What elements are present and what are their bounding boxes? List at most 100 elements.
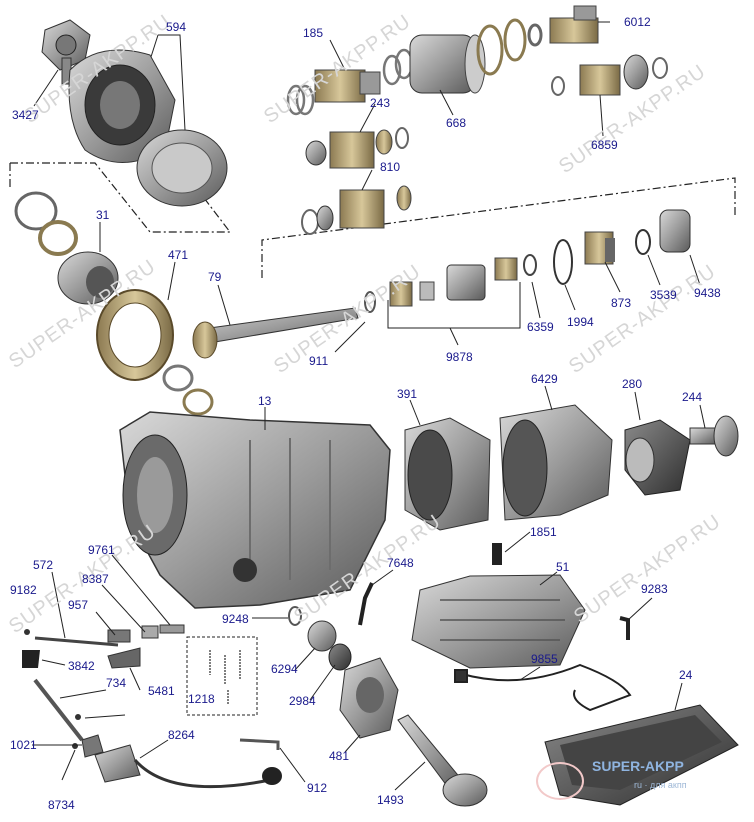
part-9878-bearings (389, 254, 537, 307)
part-79-pinion-shaft (192, 307, 359, 359)
part-9182-pin-bottom (72, 743, 78, 749)
part-label: 810 (380, 160, 401, 174)
part-label: 9283 (641, 582, 668, 596)
logo-swirl-icon (536, 762, 584, 800)
part-label: 9248 (222, 612, 249, 626)
part-810-gear (301, 185, 412, 235)
part-5481-plate (107, 647, 141, 669)
part-label: 3842 (68, 659, 95, 673)
part-label: 24 (679, 668, 693, 682)
part-9283-clip (619, 616, 630, 640)
part-572-rod (34, 636, 119, 647)
part-label: 7648 (387, 556, 414, 570)
part-label: 9855 (531, 652, 558, 666)
logo-tagline: ru · для акпп (634, 780, 687, 790)
part-1493-shaft (397, 714, 488, 807)
part-label: 873 (611, 296, 632, 310)
part-7648-sensor (358, 582, 374, 626)
part-label: 734 (106, 676, 127, 690)
part-9248-ring (288, 606, 302, 626)
part-9438-bearing (659, 209, 691, 253)
part-label: 9761 (88, 543, 115, 557)
part-6294-bearing (307, 620, 337, 652)
part-label: 1021 (10, 738, 37, 752)
part-9182-pin-top (24, 629, 30, 635)
part-label: 79 (208, 270, 222, 284)
part-957-lever (107, 624, 185, 643)
part-label: 6012 (624, 15, 651, 29)
part-label: 243 (370, 96, 391, 110)
group-brackets (149, 34, 521, 346)
assembly-path-lines (9, 159, 736, 278)
part-471-ring-gear (96, 289, 174, 381)
part-31-rings (14, 191, 78, 256)
part-912-tube (239, 738, 280, 750)
part-668-rings (476, 18, 543, 76)
part-1994-snap-ring (553, 239, 573, 285)
part-label: 1493 (377, 793, 404, 807)
part-label: 13 (258, 394, 272, 408)
part-label: 280 (622, 377, 643, 391)
part-391-adapter (404, 417, 491, 531)
part-9182-pin (75, 714, 81, 720)
part-label: 1994 (567, 315, 594, 329)
part-label: 6294 (271, 662, 298, 676)
logo-name: SUPER-AKPP (592, 758, 684, 774)
part-label: 668 (446, 116, 467, 130)
part-594-housing (68, 49, 228, 207)
part-6859-gear (551, 54, 668, 96)
part-label: 8387 (82, 572, 109, 586)
part-label: 6859 (591, 138, 618, 152)
part-label: 5481 (148, 684, 175, 698)
part-8264-bracket (94, 744, 282, 789)
part-label: 912 (307, 781, 328, 795)
part-label: 6359 (527, 320, 554, 334)
part-244-yoke (689, 415, 739, 457)
part-label: 9182 (10, 583, 37, 597)
super-akpp-logo: SUPER-AKPP ru · для акпп (536, 758, 732, 800)
part-3842-bracket (22, 650, 40, 668)
part-label: 572 (33, 558, 54, 572)
part-label: 2984 (289, 694, 316, 708)
part-243-gear (305, 127, 409, 169)
leader-lines (32, 21, 706, 791)
part-label: 51 (556, 560, 570, 574)
part-label: 8264 (168, 728, 195, 742)
part-label: 31 (96, 208, 110, 222)
part-3539-ring (635, 229, 651, 255)
part-31-differential (57, 251, 119, 305)
part-label: 3539 (650, 288, 677, 302)
part-3427-flange (41, 19, 91, 85)
part-label: 185 (303, 26, 324, 40)
part-1218-springs (209, 650, 241, 705)
part-481-adapter (339, 657, 399, 739)
part-6012-gear (549, 5, 599, 44)
part-51-valve-body (411, 574, 586, 669)
part-185-gear (314, 69, 381, 103)
part-label: 9878 (446, 350, 473, 364)
part-471-shims (162, 364, 214, 416)
part-label: 1218 (188, 692, 215, 706)
part-label: 8734 (48, 798, 75, 812)
part-668-drum (409, 34, 486, 94)
part-label: 594 (166, 20, 187, 34)
part-label: 481 (329, 749, 350, 763)
part-9855-harness (454, 663, 632, 712)
part-label: 957 (68, 598, 89, 612)
part-label: 9438 (694, 286, 721, 300)
part-label: 471 (168, 248, 189, 262)
part-1851-sensor (492, 543, 502, 565)
part-label: 6429 (531, 372, 558, 386)
part-label: 1851 (530, 525, 557, 539)
part-1218-kit-box (186, 636, 258, 716)
part-280-housing (624, 419, 691, 496)
part-label: 911 (309, 354, 329, 368)
part-911-ring (364, 291, 376, 313)
part-2984-seal (328, 643, 352, 671)
part-873-gear (584, 231, 615, 265)
part-734-link (33, 678, 84, 742)
part-1021-lever (81, 734, 104, 758)
part-label: 3427 (12, 108, 39, 122)
